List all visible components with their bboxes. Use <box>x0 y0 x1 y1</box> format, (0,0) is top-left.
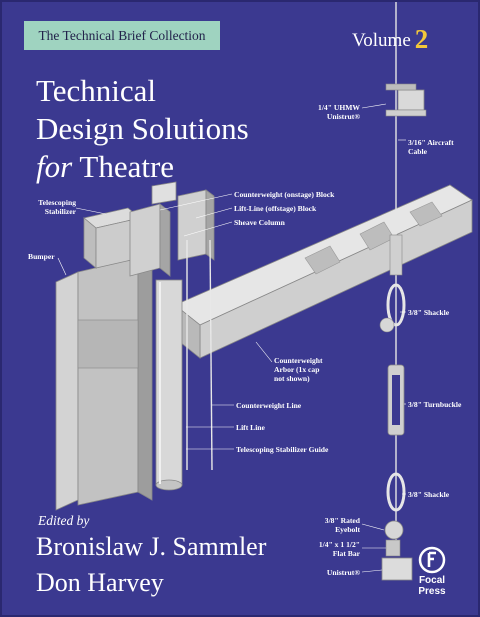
unistrut-bottom <box>381 557 413 581</box>
label-counterweight-arbor: Counterweight Arbor (1x cap not shown) <box>274 356 323 383</box>
label-line: Cable <box>408 147 427 156</box>
stabilizer-side <box>137 257 153 501</box>
counterweight-block <box>129 203 161 277</box>
bumper-face <box>55 271 79 511</box>
label-line: 1/4" x 1 1/2" <box>318 540 360 549</box>
focal-press-logo-icon <box>418 546 446 574</box>
title-for: for <box>36 149 73 184</box>
label-sheave-column: Sheave Column <box>234 218 285 227</box>
label-line: Telescoping <box>38 198 76 207</box>
track-slot <box>409 201 443 227</box>
label-line: 3/16" Aircraft <box>408 138 454 147</box>
title-line-2: Design Solutions <box>36 111 249 146</box>
label-counterweight-line: Counterweight Line <box>236 401 302 410</box>
label-lift-line: Lift Line <box>236 423 265 432</box>
label-shackle-2: 3/8" Shackle <box>408 490 450 499</box>
label-uhmw: 1/4" UHMW Unistrut® <box>296 103 360 121</box>
label-aircraft-cable: 3/16" Aircraft Cable <box>408 138 454 156</box>
edited-by: Edited by <box>38 513 90 528</box>
label-counterweight-block: Counterweight (onstage) Block <box>234 190 335 199</box>
label-line: 3/8" Rated <box>324 516 360 525</box>
label-unistrut-bottom: Unistrut® <box>326 568 360 577</box>
editor-2: Don Harvey <box>36 568 164 597</box>
publisher-name: Focal Press <box>404 575 460 597</box>
title-theatre: Theatre <box>79 149 175 184</box>
volume-number: 2 <box>414 24 429 54</box>
label-line: Flat Bar <box>332 549 360 558</box>
eyebolt <box>384 520 404 540</box>
book-title: Technical Design Solutions for Theatre <box>36 72 249 186</box>
label-shackle-1: 3/8" Shackle <box>408 308 450 317</box>
track-slot <box>304 245 341 275</box>
label-bumper: Bumper <box>28 252 55 261</box>
label-line: Unistrut® <box>326 112 360 121</box>
stabilizer-front <box>77 257 139 506</box>
label-lift-line-block: Lift-Line (offstage) Block <box>234 204 317 213</box>
title-line-1: Technical <box>36 73 157 108</box>
label-line: 1/4" UHMW <box>318 103 360 112</box>
label-telescoping-guide: Telescoping Stabilizer Guide <box>236 445 329 454</box>
label-line: Arbor (1x cap <box>274 365 320 374</box>
label-turnbuckle: 3/8" Turnbuckle <box>408 400 462 409</box>
flat-bar <box>385 539 401 557</box>
label-line: Stabilizer <box>44 207 76 216</box>
label-line: Eyebolt <box>335 525 360 534</box>
label-line: Counterweight <box>274 356 323 365</box>
label-telescoping-stabilizer: Telescoping Stabilizer <box>16 198 76 216</box>
publisher-line: Focal <box>418 575 446 586</box>
editor-1: Bronislaw J. Sammler <box>36 532 267 561</box>
volume-word: Volume <box>352 30 411 51</box>
label-flat-bar: 1/4" x 1 1/2" Flat Bar <box>300 540 360 558</box>
uhmw-block <box>397 89 425 111</box>
publisher-line: Press <box>418 586 446 597</box>
title-line-3: for Theatre <box>36 148 249 186</box>
label-eyebolt: 3/8" Rated Eyebolt <box>300 516 360 534</box>
label-line: not shown) <box>274 374 310 383</box>
series-band: The Technical Brief Collection <box>24 21 220 50</box>
